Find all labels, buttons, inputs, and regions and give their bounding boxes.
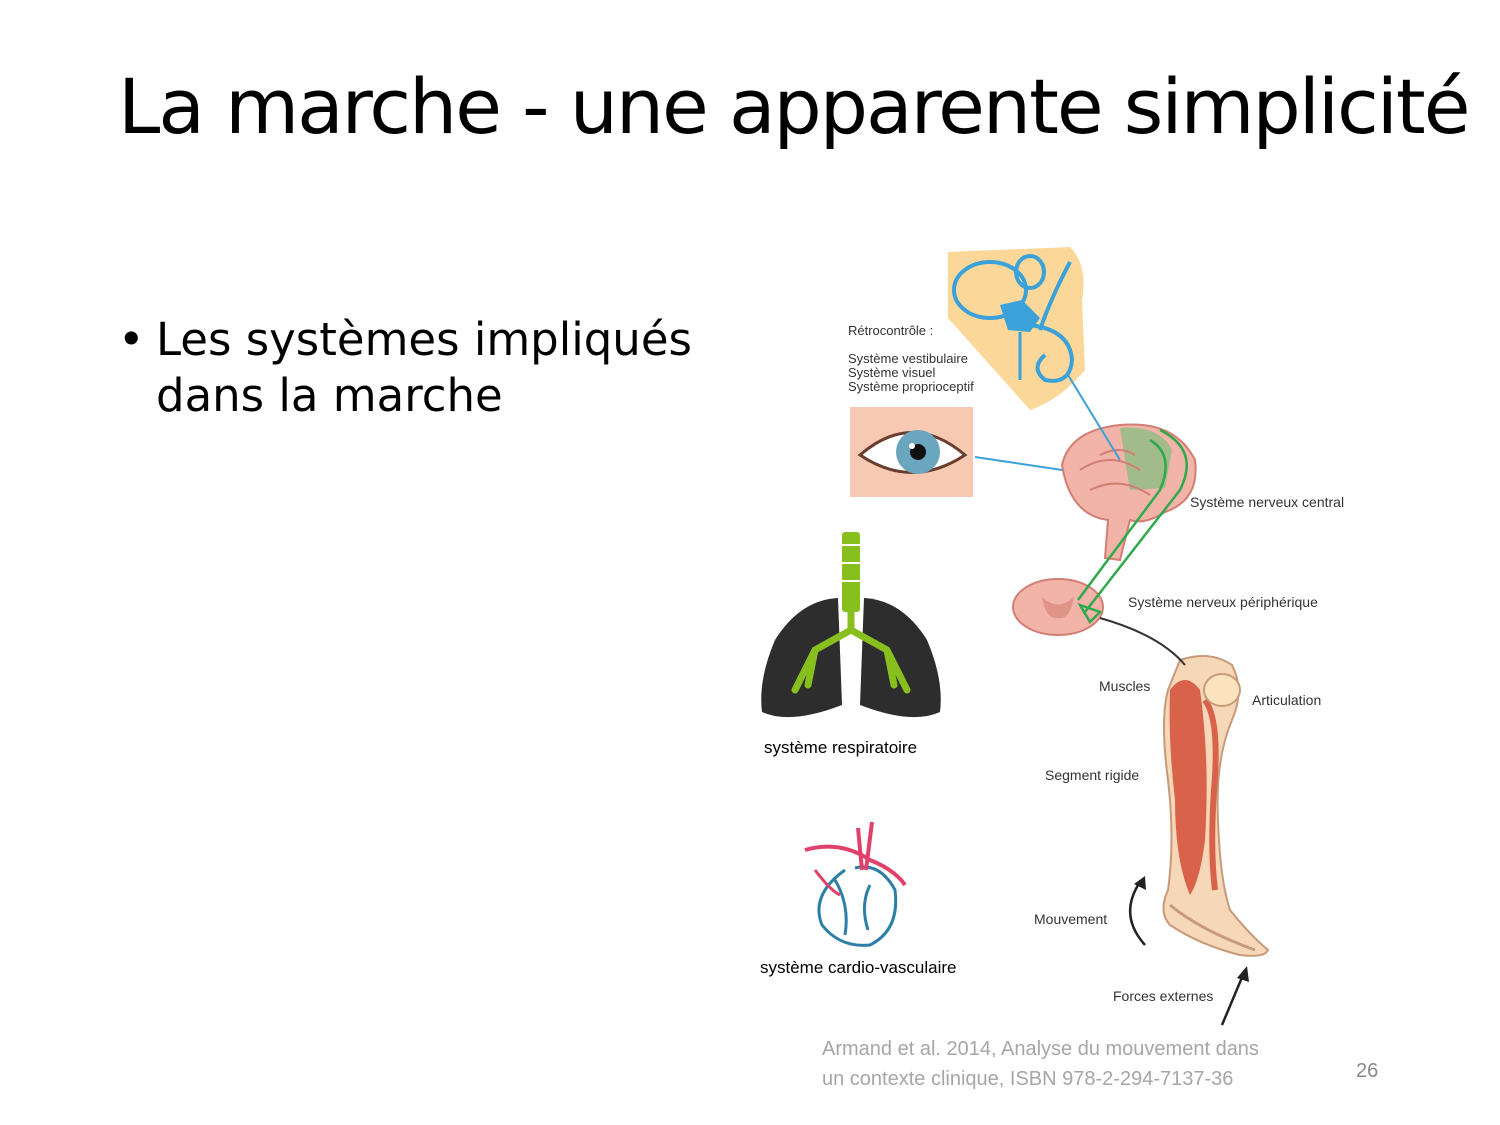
cns-label: Système nerveux central (1190, 494, 1345, 510)
bullet-dot: • (118, 313, 145, 366)
feedback-item-proprioceptive: Système proprioceptif (848, 379, 974, 394)
lungs-illustration (761, 532, 941, 718)
inner-ear-illustration (948, 247, 1085, 410)
force-arrow (1220, 966, 1249, 1026)
movement-label: Mouvement (1034, 911, 1108, 927)
feedback-item-visual: Système visuel (848, 365, 936, 380)
forces-label: Forces externes (1113, 988, 1214, 1004)
citation-line-1: Armand et al. 2014, Analyse du mouvement… (822, 1038, 1259, 1060)
eye-illustration (850, 407, 973, 497)
joint-label: Articulation (1252, 692, 1322, 708)
feedback-title: Rétrocontrôle : (848, 323, 934, 338)
leg-illustration (1162, 655, 1270, 957)
bullet-item: • Les systèmes impliqués dans la marche (118, 312, 726, 424)
muscles-label: Muscles (1099, 678, 1151, 694)
connector-lines (974, 374, 1188, 666)
bullet-text: Les systèmes impliqués dans la marche (156, 313, 692, 422)
citation: Armand et al. 2014, Analyse du mouvement… (822, 1034, 1259, 1094)
pns-label: Système nerveux périphérique (1128, 594, 1318, 610)
slide-title: La marche - une apparente simplicité (118, 62, 1470, 151)
feedback-item-vestibular: Système vestibulaire (848, 351, 968, 366)
segment-label: Segment rigide (1045, 767, 1140, 783)
movement-arrow (1128, 876, 1146, 946)
respiratory-caption: système respiratoire (764, 738, 918, 757)
page-number: 26 (1356, 1060, 1379, 1082)
heart-illustration (804, 821, 907, 947)
brain-illustration (1060, 423, 1197, 562)
citation-line-2: un contexte clinique, ISBN 978-2-294-713… (822, 1068, 1234, 1090)
spinal-cord-illustration (1012, 578, 1104, 636)
cardio-caption: système cardio-vasculaire (760, 958, 957, 977)
